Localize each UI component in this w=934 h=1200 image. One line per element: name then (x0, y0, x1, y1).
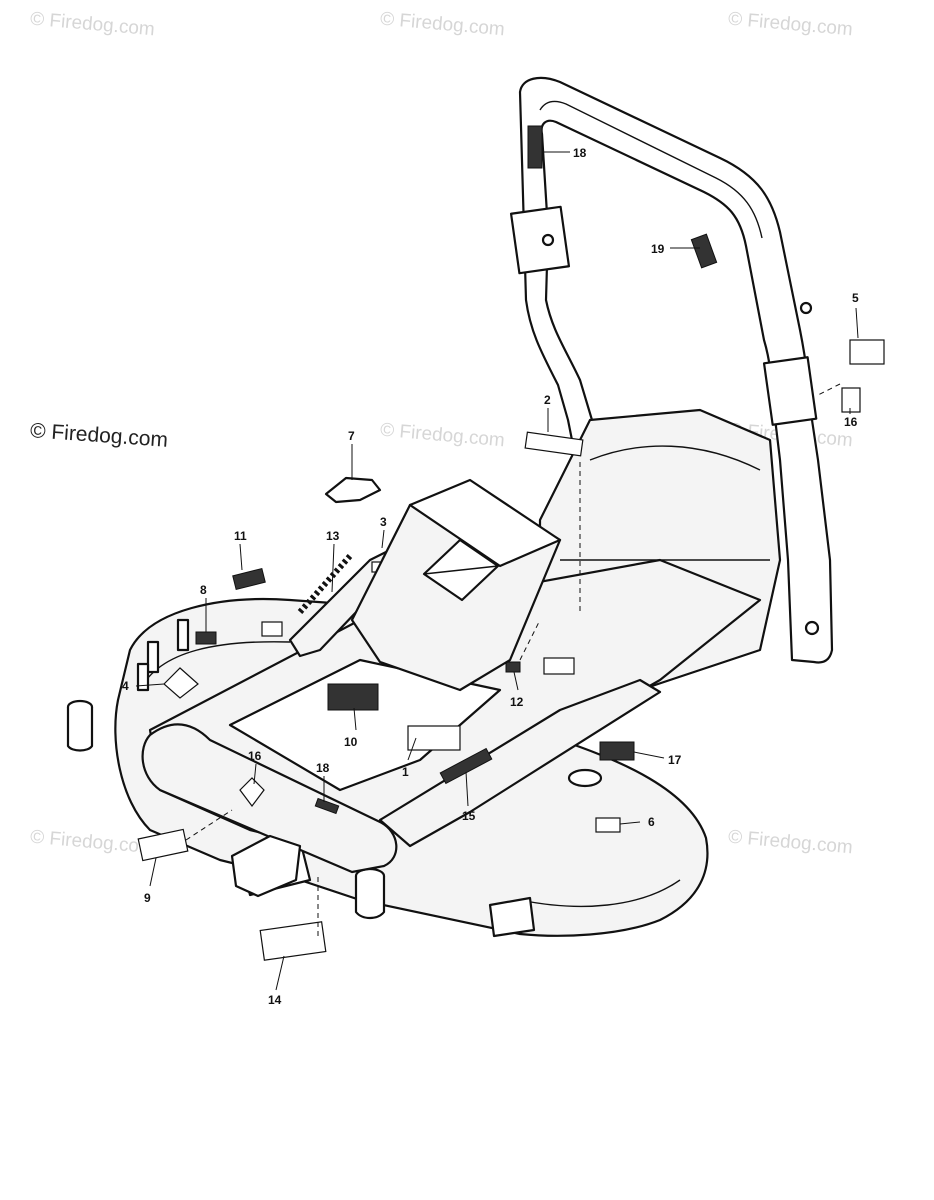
decal-11 (232, 567, 266, 591)
floor-pan (228, 658, 502, 792)
callout-7: 7 (348, 429, 355, 443)
decal-19 (527, 125, 543, 169)
decal-16-logo (239, 777, 265, 807)
decal-10 (327, 683, 379, 711)
callout-3: 3 (380, 515, 387, 529)
callout-5: 5 (852, 291, 859, 305)
decal-16-clip (841, 387, 861, 413)
decal-20 (690, 233, 718, 269)
decal-5 (849, 339, 885, 365)
callout-4: 4 (122, 679, 129, 693)
callout-15: 15 (462, 809, 476, 823)
decal-17 (599, 741, 635, 761)
decal-18 (314, 797, 340, 815)
deck-logo-decal (261, 621, 283, 637)
decal-8 (195, 631, 217, 645)
callout-20: 19 (651, 242, 665, 256)
chassis-frame (141, 546, 762, 874)
leader-lines (135, 151, 859, 991)
decal-14 (259, 921, 327, 961)
callout-17: 17 (668, 753, 682, 767)
bracket-7 (324, 476, 382, 504)
callout-2: 2 (544, 393, 551, 407)
decal-15 (439, 747, 493, 785)
callout-9: 9 (144, 891, 151, 905)
callout-19: 18 (573, 146, 587, 160)
callout-10: 10 (344, 735, 358, 749)
callout-14: 14 (268, 993, 282, 1007)
blade-spindle (567, 768, 603, 788)
decal-12b (543, 657, 575, 675)
decal-12 (505, 661, 521, 673)
callout-1: 1 (402, 765, 409, 779)
decal-4 (163, 667, 199, 699)
callout-16-left: 16 (248, 749, 262, 763)
rops-right-bracket (762, 356, 818, 426)
callout-11: 11 (234, 529, 247, 543)
callout-13: 13 (326, 529, 340, 543)
callout-18: 18 (316, 761, 330, 775)
decal-2 (524, 431, 584, 457)
callout-6: 6 (648, 815, 655, 829)
rops-left-bracket (509, 205, 571, 275)
decal-1 (407, 725, 461, 751)
callout-16-right: 16 (844, 415, 858, 429)
callout-8: 8 (200, 583, 207, 597)
loose-decals (137, 339, 885, 961)
decal-6 (595, 817, 621, 833)
seat-block (350, 478, 562, 692)
callout-12: 12 (510, 695, 524, 709)
front-bracket (230, 834, 302, 898)
callout-labels: 18 19 5 16 2 7 3 11 13 8 4 12 10 1 16 18… (122, 146, 859, 1007)
decal-9 (137, 828, 189, 862)
rops-bar (509, 76, 834, 664)
